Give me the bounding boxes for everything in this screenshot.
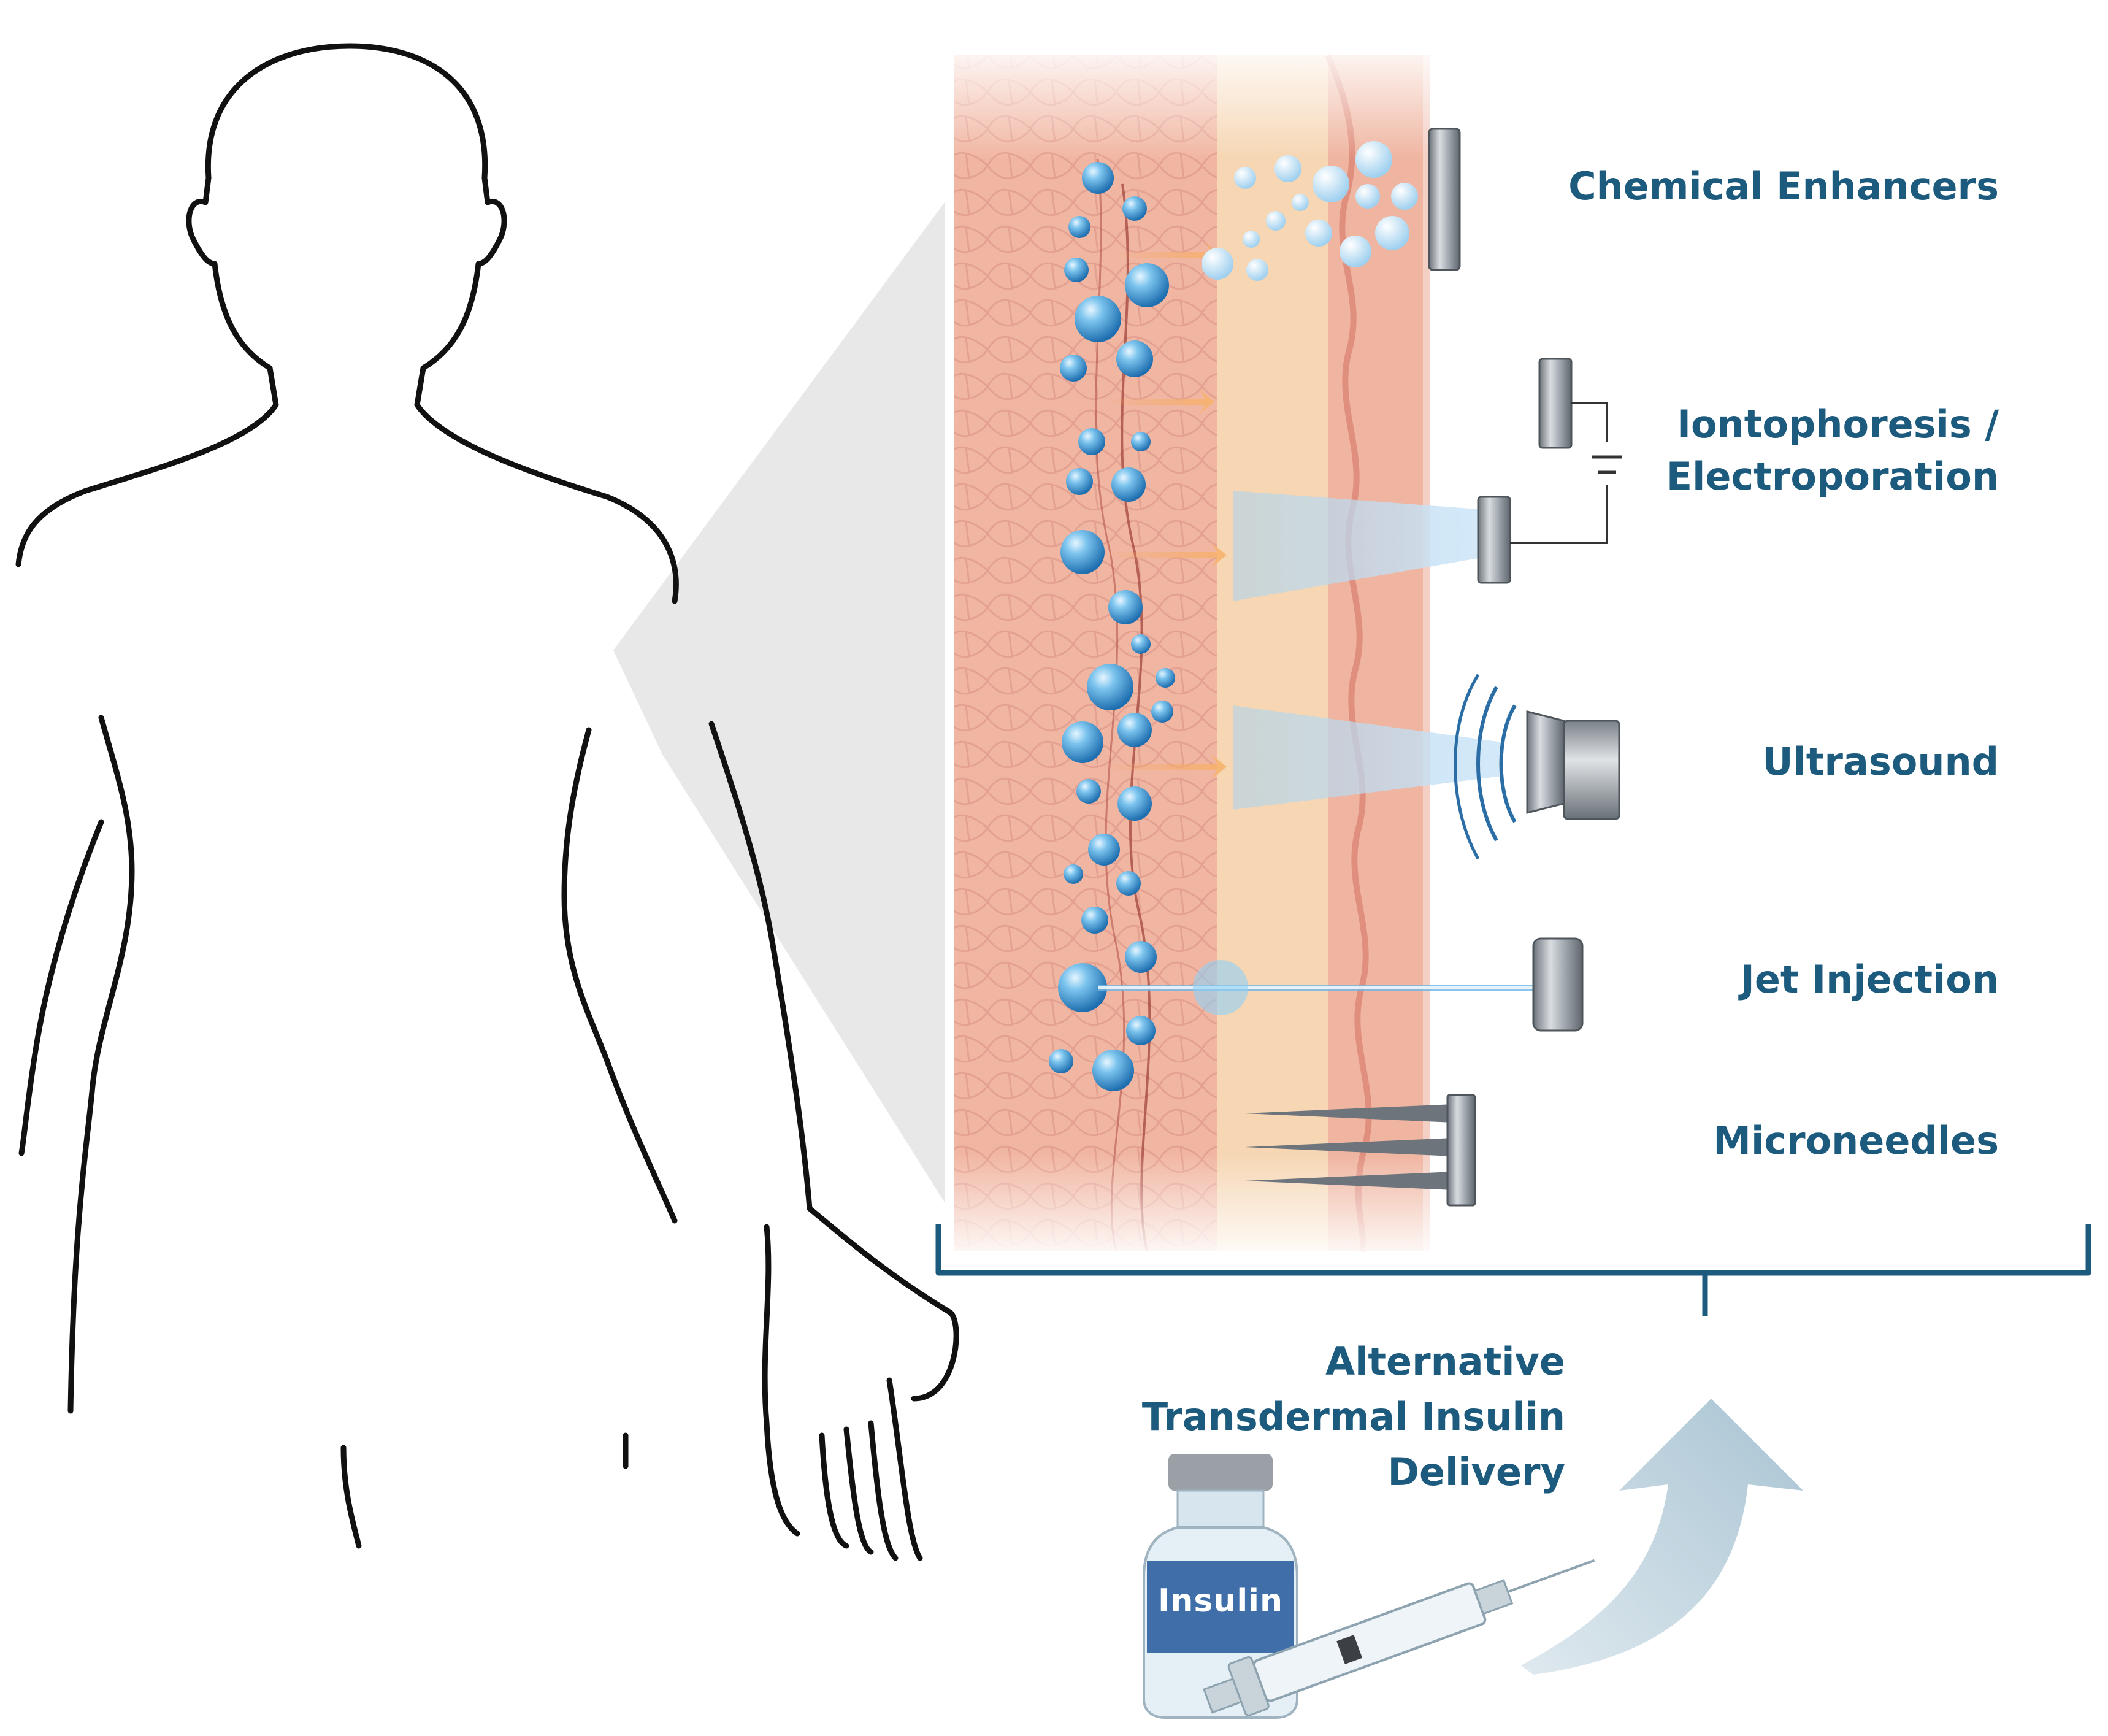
ultrasound-transducer-icon (1454, 674, 1620, 860)
label-chemical-enhancers: Chemical Enhancers (1568, 164, 1999, 209)
patch-device-icon (1428, 128, 1461, 271)
label-ultrasound: Ultrasound (1762, 739, 1999, 784)
human-silhouette-icon (15, 43, 959, 1561)
label-iontophoresis: Iontophoresis / (1676, 402, 1999, 447)
zoom-cone (613, 202, 945, 1202)
label-electroporation: Electroporation (1666, 454, 1999, 499)
permeation-arrows (1104, 242, 1227, 779)
grouping-bracket (935, 1224, 2091, 1316)
electrode-icon (1477, 358, 1622, 584)
jet-stream (1098, 960, 1533, 1015)
skin-cross-section (954, 37, 1432, 1264)
chemical-droplets (1202, 141, 1418, 281)
curved-arrow-icon (1521, 1399, 1803, 1675)
microneedle-array-icon (1245, 1094, 1476, 1207)
summary-line-2: Transdermal Insulin (1141, 1394, 1565, 1439)
ionto-beam (1233, 491, 1478, 601)
ultrasound-beam (1233, 705, 1503, 810)
label-jet-injection: Jet Injection (1740, 957, 1999, 1002)
label-microneedles: Microneedles (1713, 1118, 1999, 1163)
summary-line-3: Delivery (1387, 1450, 1565, 1494)
syringe-icon (1203, 1559, 1595, 1716)
insulin-bubbles (1049, 162, 1175, 1091)
vial-label: Insulin (1157, 1583, 1283, 1619)
jet-injector-icon (1532, 937, 1584, 1032)
summary-line-1: Alternative (1325, 1339, 1565, 1384)
